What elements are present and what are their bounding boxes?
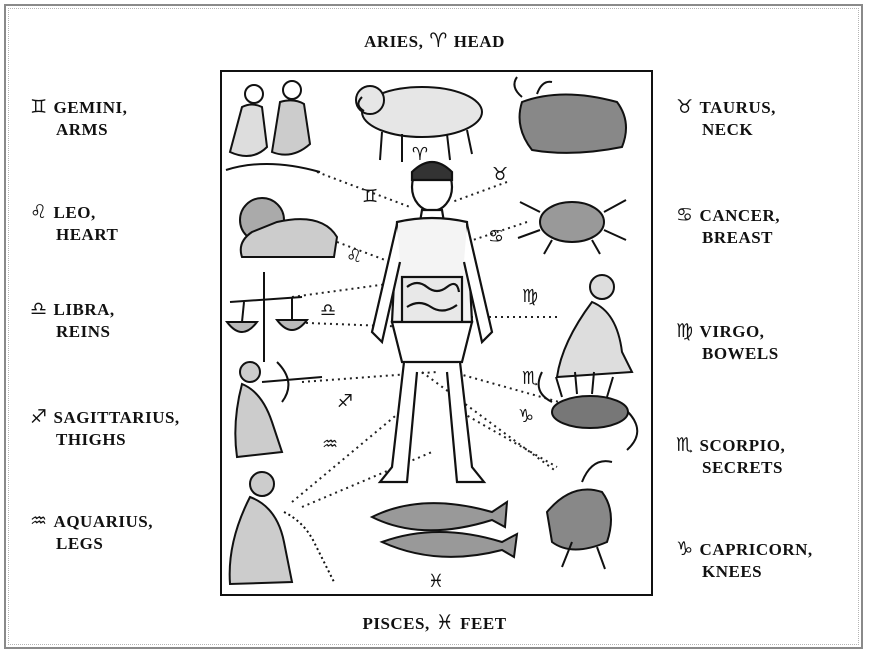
capricorn-symbol-icon: ♑ xyxy=(676,538,694,560)
sagittarius-label: ♐ SAGITTARIUS, THIGHS xyxy=(30,406,180,451)
aquarius-body-part: LEGS xyxy=(30,533,153,555)
sagittarius-symbol-icon: ♐ xyxy=(30,406,48,428)
taurus-body-part: NECK xyxy=(676,119,776,141)
gemini-glyph: ♊ xyxy=(362,186,378,207)
virgo-body-part: BOWELS xyxy=(676,343,779,365)
capricorn-label: ♑ CAPRICORN, KNEES xyxy=(676,538,813,583)
taurus-label: ♉ TAURUS, NECK xyxy=(676,96,776,141)
aries-body-part: HEAD xyxy=(454,32,505,51)
leo-glyph: ♌ xyxy=(346,246,362,267)
cancer-label: ♋ CANCER, BREAST xyxy=(676,204,780,249)
pisces-name: PISCES, xyxy=(362,614,429,633)
scorpio-symbol-icon: ♏ xyxy=(676,434,694,456)
libra-glyph: ♎ xyxy=(320,300,336,321)
scorpio-name: SCORPIO, xyxy=(700,436,786,455)
virgo-name: VIRGO, xyxy=(700,322,765,341)
aries-symbol-icon: ♈ xyxy=(429,28,447,52)
leo-name: LEO, xyxy=(54,203,96,222)
libra-scales-figure xyxy=(227,272,307,362)
aquarius-label: ♒ AQUARIUS, LEGS xyxy=(30,510,153,555)
aries-name: ARIES, xyxy=(364,32,423,51)
gemini-name: GEMINI, xyxy=(54,98,128,117)
libra-body-part: REINS xyxy=(30,321,115,343)
cancer-name: CANCER, xyxy=(700,206,780,225)
scorpio-label: ♏ SCORPIO, SECRETS xyxy=(676,434,785,479)
pisces-body-part: FEET xyxy=(460,614,506,633)
scorpio-scorpion-figure xyxy=(539,372,638,450)
leo-symbol-icon: ♌ xyxy=(30,201,48,223)
aquarius-figure xyxy=(230,472,334,584)
aquarius-symbol-icon: ♒ xyxy=(30,510,48,532)
pisces-symbol-icon: ♓ xyxy=(436,610,454,634)
pisces-fish-figure xyxy=(372,502,517,557)
virgo-maiden-figure xyxy=(557,275,632,377)
taurus-symbol-icon: ♉ xyxy=(676,96,694,118)
aquarius-glyph: ♒ xyxy=(322,434,338,455)
pisces-glyph: ♓ xyxy=(428,571,444,592)
libra-name: LIBRA, xyxy=(54,300,115,319)
cancer-symbol-icon: ♋ xyxy=(676,204,694,226)
capricorn-goat-figure xyxy=(547,461,612,569)
zodiac-man-illustration: ♈ ♉ ♊ ♌ ♋ ♎ xyxy=(220,70,653,596)
taurus-bull-figure xyxy=(514,77,626,153)
cancer-body-part: BREAST xyxy=(676,227,780,249)
scorpio-glyph: ♏ xyxy=(522,368,538,389)
gemini-symbol-icon: ♊ xyxy=(30,96,48,118)
gemini-body-part: ARMS xyxy=(30,119,127,141)
taurus-name: TAURUS, xyxy=(700,98,776,117)
sagittarius-archer-figure xyxy=(235,362,322,457)
aquarius-name: AQUARIUS, xyxy=(54,512,153,531)
gemini-label: ♊ GEMINI, ARMS xyxy=(30,96,127,141)
scorpio-body-part: SECRETS xyxy=(676,457,785,479)
libra-symbol-icon: ♎ xyxy=(30,298,48,320)
cancer-crab-figure xyxy=(518,200,626,254)
sagittarius-glyph: ♐ xyxy=(337,391,353,412)
virgo-glyph: ♍ xyxy=(522,286,538,307)
virgo-symbol-icon: ♍ xyxy=(676,320,694,342)
pisces-label: PISCES, ♓ FEET xyxy=(0,610,869,634)
zodiac-man-figure xyxy=(372,162,492,482)
capricorn-glyph: ♑ xyxy=(518,406,534,427)
sagittarius-name: SAGITTARIUS, xyxy=(54,408,180,427)
leo-label: ♌ LEO, HEART xyxy=(30,201,118,246)
cancer-glyph: ♋ xyxy=(488,226,504,247)
libra-label: ♎ LIBRA, REINS xyxy=(30,298,115,343)
virgo-label: ♍ VIRGO, BOWELS xyxy=(676,320,779,365)
sagittarius-body-part: THIGHS xyxy=(30,429,180,451)
taurus-glyph: ♉ xyxy=(492,164,508,185)
capricorn-body-part: KNEES xyxy=(676,561,813,583)
leo-lion-figure xyxy=(240,198,337,257)
capricorn-name: CAPRICORN, xyxy=(700,540,813,559)
aries-label: ARIES, ♈ HEAD xyxy=(0,28,869,52)
gemini-twins-figure xyxy=(226,81,320,172)
leo-body-part: HEART xyxy=(30,224,118,246)
